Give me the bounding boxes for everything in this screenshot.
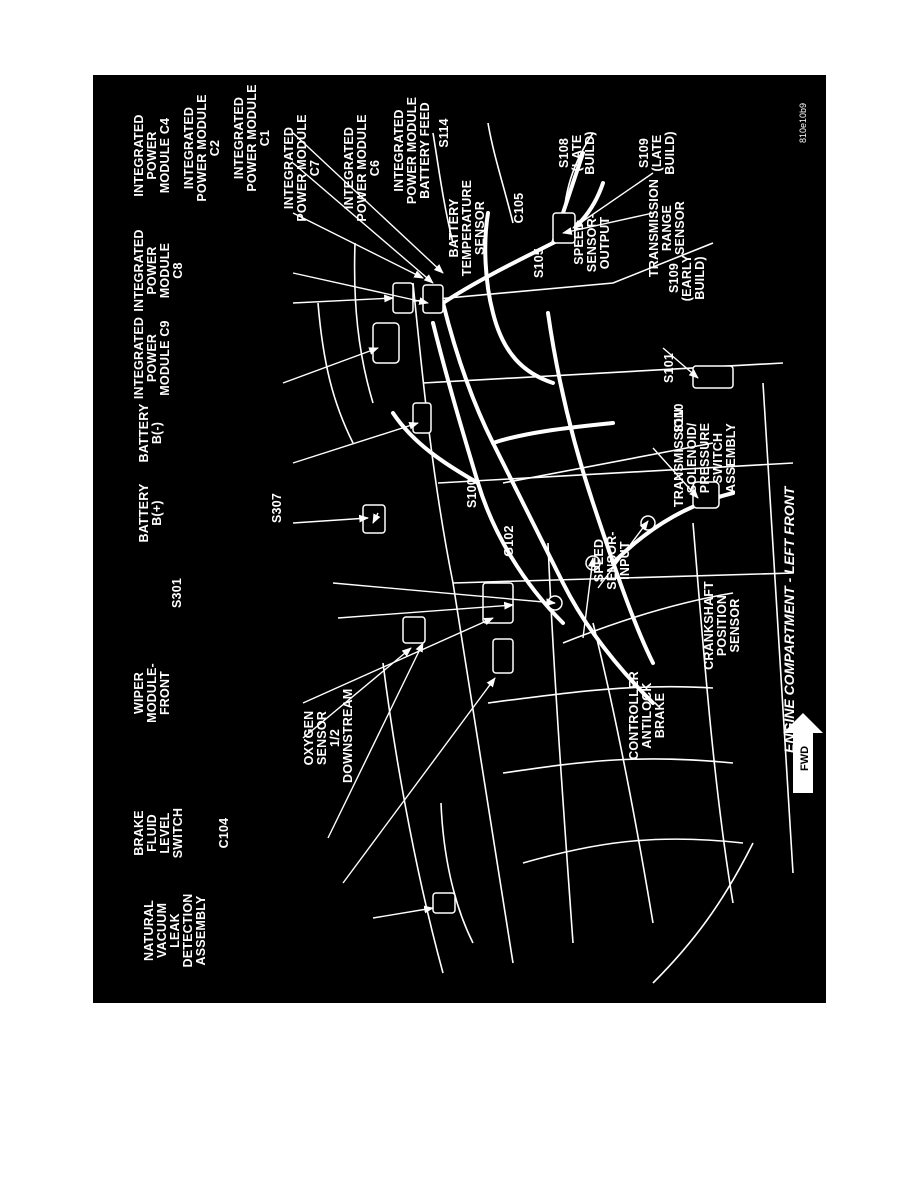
label-wiper-module-front: WIPER MODULE- FRONT bbox=[132, 663, 172, 723]
wiper-module-connector bbox=[402, 616, 426, 644]
svg-text:FWD: FWD bbox=[799, 746, 811, 771]
label-s100: S100 bbox=[465, 478, 479, 508]
label-s110: S110 bbox=[672, 403, 686, 433]
components bbox=[362, 212, 734, 914]
label-s307: S307 bbox=[270, 493, 284, 523]
label-battery-temperature-sensor: BATTERY TEMPERATURE SENSOR bbox=[447, 179, 487, 277]
label-s109-late: S109 (LATE BUILD) bbox=[637, 131, 677, 175]
label-s105: S105 bbox=[532, 248, 546, 278]
diagram-stage: FWD NATURAL VACUUM LEAK DETECTION ASSEMB… bbox=[93, 75, 826, 1003]
label-transmission-range-sensor: TRANSMISSION RANGE SENSOR bbox=[647, 178, 687, 278]
label-ipm-battery-feed: INTEGRATED POWER MODULE BATTERY FEED bbox=[392, 96, 432, 205]
ipm-connector-c9 bbox=[372, 322, 400, 364]
label-ipm-c6: INTEGRATED POWER MODULE C6 bbox=[342, 114, 382, 222]
engine-compartment-drawing: FWD bbox=[282, 122, 823, 984]
label-speed-sensor-output: SPEED SENSOR- OUTPUT bbox=[572, 213, 612, 273]
ipm-connector-c2 bbox=[422, 284, 444, 314]
label-brake-fluid-level-switch: BRAKE FLUID LEVEL SWITCH bbox=[132, 807, 185, 859]
label-natural-vacuum-leak-detection: NATURAL VACUUM LEAK DETECTION ASSEMBLY bbox=[142, 893, 208, 968]
label-ipm-c4: INTEGRATED POWER MODULE C4 bbox=[132, 114, 172, 197]
figure-id: 810e10b9 bbox=[798, 102, 808, 143]
label-g102: G102 bbox=[502, 525, 516, 557]
diagram-panel: FWD NATURAL VACUUM LEAK DETECTION ASSEMB… bbox=[93, 75, 826, 1003]
battery-negative-terminal bbox=[412, 402, 432, 434]
abs-controller bbox=[482, 582, 514, 624]
label-c105: C105 bbox=[512, 192, 526, 224]
label-ipm-c1: INTEGRATED POWER MODULE C1 bbox=[232, 84, 272, 192]
battery-positive-terminal bbox=[362, 504, 386, 534]
label-battery-negative: BATTERY B(-) bbox=[137, 403, 164, 463]
label-s114: S114 bbox=[437, 118, 451, 148]
label-speed-sensor-input: SPEED SENSOR- INPUT bbox=[592, 531, 632, 590]
transmission-range-connector bbox=[692, 365, 734, 389]
label-battery-positive: BATTERY B(+) bbox=[137, 483, 164, 543]
diagram-caption: ENGINE COMPARTMENT - LEFT FRONT bbox=[781, 486, 797, 753]
label-s101: S101 bbox=[662, 353, 676, 383]
label-s301: S301 bbox=[170, 578, 184, 608]
chassis-outline bbox=[317, 122, 794, 984]
label-ipm-c8: INTEGRATED POWER MODULE C8 bbox=[132, 229, 185, 312]
fwd-arrow: FWD bbox=[783, 713, 823, 793]
label-oxygen-sensor: OXYGEN SENSOR 1/2 DOWNSTREAM bbox=[302, 688, 355, 783]
label-ipm-c7: INTEGRATED POWER MODULE C7 bbox=[282, 114, 322, 222]
label-ipm-c2: INTEGRATED POWER MODULE C2 bbox=[182, 94, 222, 202]
leader-lines bbox=[282, 132, 699, 919]
brake-fluid-switch bbox=[492, 638, 514, 674]
label-s108-late: S108 (LATE BUILD) bbox=[557, 131, 597, 175]
label-ipm-c9: INTEGRATED POWER MODULE C9 bbox=[132, 316, 172, 400]
leak-detection-pump bbox=[432, 892, 456, 914]
label-crankshaft-position-sensor: CRANKSHAFT POSITION SENSOR bbox=[702, 581, 742, 670]
label-c104: C104 bbox=[217, 817, 231, 849]
label-controller-antilock-brake: CONTROLLER ANTILOCK BRAKE bbox=[627, 671, 667, 760]
